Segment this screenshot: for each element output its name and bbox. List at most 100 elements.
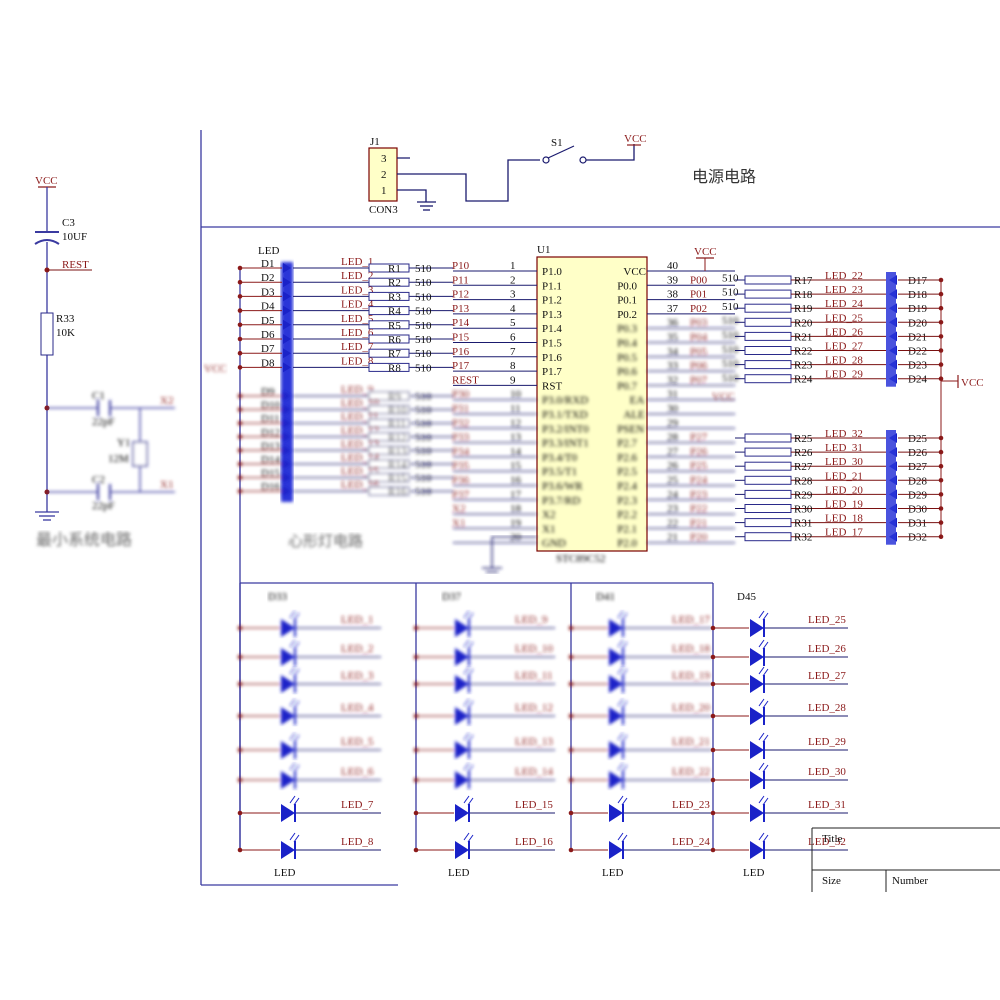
led-triangle xyxy=(281,707,295,725)
title-block-title: Title xyxy=(822,833,843,845)
res-value: 510 xyxy=(722,301,739,313)
sheet-frame xyxy=(200,130,1000,886)
led-triangle xyxy=(283,291,291,302)
led-rays xyxy=(617,762,628,773)
led-triangle xyxy=(283,348,291,359)
bottom-led-net: LED_19 xyxy=(672,670,710,682)
c2-ref: C2 xyxy=(92,474,105,486)
pin-number: 40 xyxy=(667,260,679,272)
led-triangle xyxy=(455,707,469,725)
right-led-net: LED_25 xyxy=(825,312,863,324)
left-resistor xyxy=(368,418,410,428)
bottom-led xyxy=(281,795,300,822)
j1-ref: J1 xyxy=(370,136,380,148)
bottom-led-caption: LED xyxy=(743,867,764,879)
led-rays xyxy=(617,639,628,650)
pin-net-label: P12 xyxy=(452,289,469,301)
left-res-value: 510 xyxy=(415,362,432,374)
pin-name: P3.1/TXD xyxy=(542,409,588,421)
bottom-led xyxy=(455,698,474,725)
bottom-led-row: LED_2 xyxy=(237,639,381,666)
led-triangle xyxy=(750,648,764,666)
bottom-led-net: LED_2 xyxy=(341,643,373,655)
power-section: J1 3 2 1 CON3 S1 VCC 电源电路 xyxy=(368,133,756,216)
right-resistor xyxy=(744,475,792,485)
pin-name: P1.6 xyxy=(542,352,562,364)
left-res-value: 510 xyxy=(415,277,432,289)
bottom-led xyxy=(281,666,300,693)
left-res-ref: R2 xyxy=(388,277,401,289)
led-triangle xyxy=(609,675,623,693)
bottom-led-row: LED_31 xyxy=(710,795,848,822)
right-res-ref: R27 xyxy=(794,461,813,473)
bottom-led xyxy=(750,639,769,666)
left-resistor xyxy=(368,405,410,415)
bottom-led-net: LED_17 xyxy=(672,614,710,626)
led-rays xyxy=(289,639,300,650)
right-led-ref: D22 xyxy=(908,346,927,358)
bottom-led xyxy=(455,832,474,859)
left-res-value: 510 xyxy=(415,459,432,471)
led-triangle xyxy=(281,675,295,693)
led-triangle xyxy=(750,675,764,693)
right-led-net: LED_29 xyxy=(825,369,863,381)
left-resistor xyxy=(368,306,410,316)
bottom-led xyxy=(455,610,474,637)
res-value: 510 xyxy=(722,330,739,342)
led-rays xyxy=(617,698,628,709)
led-triangle xyxy=(609,648,623,666)
right-led-ref: D18 xyxy=(908,289,927,301)
pin-net-label: P02 xyxy=(690,303,707,315)
left-resistor xyxy=(368,277,410,287)
pin-name: P2.5 xyxy=(617,466,637,478)
led-rays xyxy=(463,762,474,773)
led-rays xyxy=(758,610,769,621)
bottom-led-net: LED_4 xyxy=(341,702,374,714)
pin-net-label: P37 xyxy=(452,489,470,501)
led-rays xyxy=(617,666,628,677)
led-rays xyxy=(758,832,769,843)
left-led-net: LED_7 xyxy=(341,341,374,353)
bottom-led-net: LED_12 xyxy=(515,702,553,714)
bottom-led-row: LED_11 xyxy=(413,666,555,693)
pin-number: 19 xyxy=(510,517,522,529)
ea-vcc-label: VCC xyxy=(712,391,735,403)
right-resistor xyxy=(744,346,792,355)
reset-crystal-section: VCC C3 10UF REST R33 10K C1 22pF C2 22pF… xyxy=(34,175,175,549)
bottom-led-row: LED_25 xyxy=(710,610,848,637)
led-triangle xyxy=(750,707,764,725)
pin-number: 22 xyxy=(667,517,678,529)
heart-circuit-title: 心形灯电路 xyxy=(288,533,363,550)
pin-name: P0.2 xyxy=(617,309,637,321)
bottom-led-net: LED_29 xyxy=(808,736,846,748)
bottom-led-row: LED_20 xyxy=(568,698,712,725)
led-rays xyxy=(617,795,628,806)
pin-name: VCC xyxy=(623,266,646,278)
pin-name: P0.5 xyxy=(617,352,637,364)
pin-name: P3.5/T1 xyxy=(542,466,577,478)
left-led-ref: D9 xyxy=(261,386,275,398)
pin-name: P1.2 xyxy=(542,295,562,307)
title-block-number: Number xyxy=(892,875,928,887)
left-res-ref: R13 xyxy=(388,445,407,457)
led-triangle xyxy=(283,305,291,316)
right-led-ref: D23 xyxy=(908,360,927,372)
led-rays xyxy=(463,732,474,743)
